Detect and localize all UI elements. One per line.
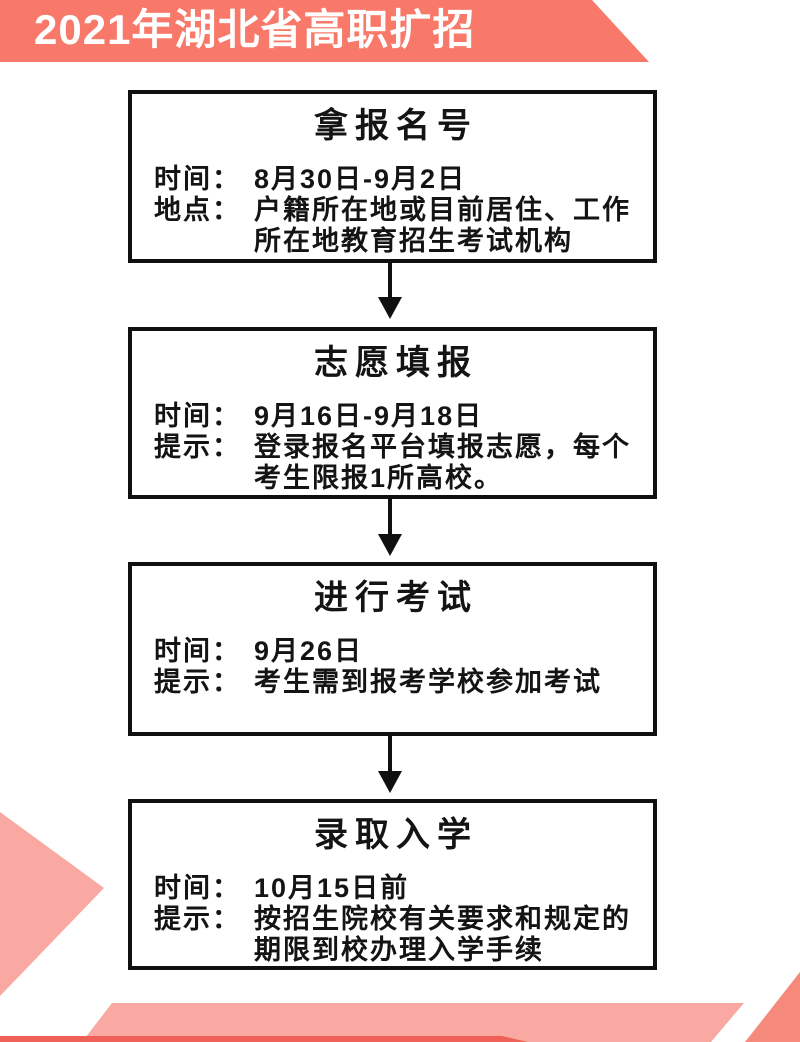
corner-triangle-decoration [0, 812, 104, 996]
row-label: 时间： [154, 636, 241, 666]
step-box-exam: 进行考试 时间： 9月26日 提示： 考生需到报考学校参加考试 [128, 562, 657, 736]
row-label: 时间： [154, 164, 241, 194]
arrow-line [388, 259, 392, 301]
row-label: 时间： [154, 401, 241, 431]
step-box-admission: 录取入学 时间： 10月15日前 提示： 按招生院校有关要求和规定的期限到校办理… [128, 799, 657, 970]
row-label: 提示： [154, 432, 241, 462]
bottom-strip-decoration [0, 1036, 528, 1042]
bottom-band-decoration [82, 1003, 744, 1042]
arrow-head [378, 297, 402, 319]
step-row-time: 时间： 8月30日-9月2日 [154, 164, 641, 195]
row-value: 8月30日-9月2日 [254, 164, 467, 194]
step-row-tip: 提示： 考生需到报考学校参加考试 [154, 667, 641, 698]
step-row-time: 时间： 9月26日 [154, 636, 641, 667]
step-row-tip: 提示： 登录报名平台填报志愿，每个考生限报1所高校。 [154, 432, 641, 494]
arrow-line [388, 496, 392, 538]
step-box-application: 志愿填报 时间： 9月16日-9月18日 提示： 登录报名平台填报志愿，每个考生… [128, 327, 657, 499]
arrow-head [378, 771, 402, 793]
step-rows: 时间： 9月26日 提示： 考生需到报考学校参加考试 [154, 636, 641, 698]
step-row-tip: 提示： 按招生院校有关要求和规定的期限到校办理入学手续 [154, 904, 641, 966]
bottom-right-stripe-decoration [745, 972, 800, 1042]
step-box-registration-number: 拿报名号 时间： 8月30日-9月2日 地点： 户籍所在地或目前居住、工作所在地… [128, 90, 657, 263]
row-value: 考生需到报考学校参加考试 [254, 667, 602, 697]
row-value: 按招生院校有关要求和规定的期限到校办理入学手续 [254, 904, 631, 965]
step-row-place: 地点： 户籍所在地或目前居住、工作所在地教育招生考试机构 [154, 195, 641, 257]
step-title: 进行考试 [314, 579, 478, 617]
row-label: 提示： [154, 667, 241, 697]
step-title: 录取入学 [314, 816, 478, 854]
row-value: 10月15日前 [254, 873, 410, 903]
down-arrow-icon [378, 259, 402, 319]
page-title: 2021年湖北省高职扩招 [34, 6, 476, 53]
row-label: 地点： [154, 195, 241, 225]
step-row-time: 时间： 9月16日-9月18日 [154, 401, 641, 432]
row-value: 9月26日 [254, 636, 364, 666]
banner-ribbon-shape [0, 0, 649, 62]
step-title: 拿报名号 [314, 107, 478, 145]
arrow-head [378, 534, 402, 556]
down-arrow-icon [378, 496, 402, 556]
step-row-time: 时间： 10月15日前 [154, 873, 641, 904]
step-rows: 时间： 8月30日-9月2日 地点： 户籍所在地或目前居住、工作所在地教育招生考… [154, 164, 641, 257]
step-rows: 时间： 9月16日-9月18日 提示： 登录报名平台填报志愿，每个考生限报1所高… [154, 401, 641, 494]
step-rows: 时间： 10月15日前 提示： 按招生院校有关要求和规定的期限到校办理入学手续 [154, 873, 641, 966]
row-value: 登录报名平台填报志愿，每个考生限报1所高校。 [254, 432, 631, 493]
row-value: 9月16日-9月18日 [254, 401, 484, 431]
row-label: 时间： [154, 873, 241, 903]
row-value: 户籍所在地或目前居住、工作所在地教育招生考试机构 [254, 195, 631, 256]
down-arrow-icon [378, 733, 402, 793]
step-title: 志愿填报 [314, 344, 478, 382]
arrow-line [388, 733, 392, 775]
row-label: 提示： [154, 904, 241, 934]
